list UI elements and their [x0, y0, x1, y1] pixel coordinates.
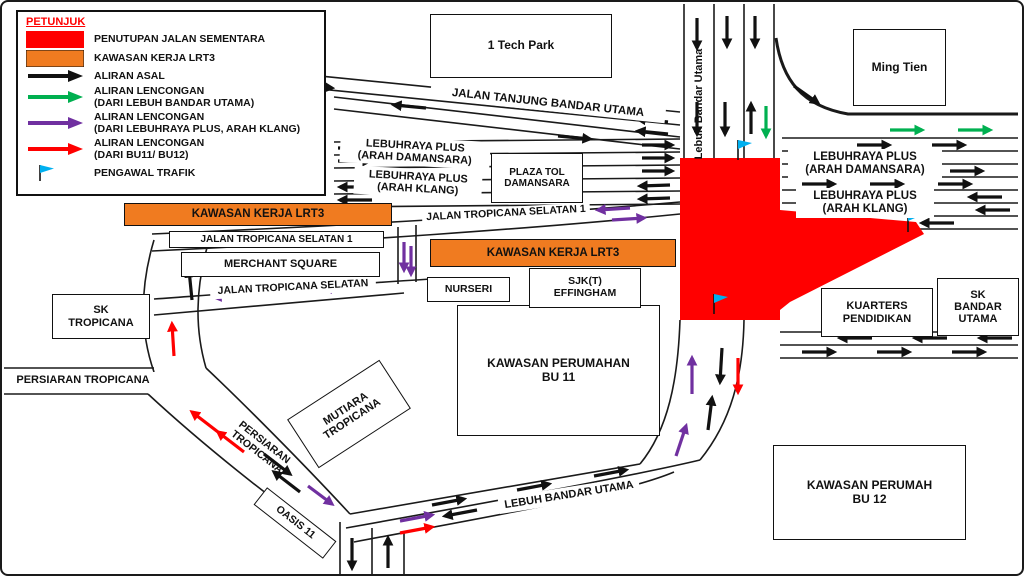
nurseri-box: NURSERI: [427, 277, 510, 302]
purple-arrow-icon: [28, 117, 83, 130]
work-area-swatch-icon: [26, 50, 84, 67]
diversion-arrows-red: [167, 320, 744, 535]
diversion-arrows-green: [760, 106, 994, 140]
legend-item-original-flow: ALIRAN ASAL: [18, 68, 324, 84]
road-label-jalan-tropicana-selatan-1-west: JALAN TROPICANA SELATAN 1: [169, 231, 384, 248]
legend-item-traffic-warden: PENGAWAL TRAFIK: [18, 162, 324, 184]
traffic-warden-flag: [713, 294, 728, 314]
kawasan-perumah-bu12-box: KAWASAN PERUMAH BU 12: [773, 445, 966, 540]
lrt3-work-area-left: KAWASAN KERJA LRT3: [124, 203, 392, 226]
black-arrow-icon: [28, 70, 83, 82]
red-arrow-icon: [28, 143, 83, 156]
road-label-lebuh-bandar-utama-vertical: Lebuh Bandar Utama: [692, 48, 705, 160]
legend-item-closure: PENUTUPAN JALAN SEMENTARA: [18, 30, 324, 49]
kawasan-perumahan-bu11-box: KAWASAN PERUMAHAN BU 11: [457, 305, 660, 436]
sk-bandar-utama-box: SK BANDAR UTAMA: [937, 278, 1019, 336]
legend-item-diversion-purple: ALIRAN LENCONGAN (DARI LEBUHRAYA PLUS, A…: [18, 110, 324, 136]
traffic-flag-icon: [39, 165, 54, 182]
legend-item-work-area: KAWASAN KERJA LRT3: [18, 49, 324, 68]
traffic-warden-flag: [737, 140, 752, 160]
closure-swatch-icon: [26, 31, 84, 48]
road-label-plus-klang-right: LEBUHRAYA PLUS (ARAH KLANG): [796, 188, 934, 218]
legend-box: PETUNJUK PENUTUPAN JALAN SEMENTARA KAWAS…: [16, 10, 326, 196]
legend-title: PETUNJUK: [26, 16, 86, 28]
legend-item-diversion-green: ALIRAN LENCONGAN (DARI LEBUH BANDAR UTAM…: [18, 84, 324, 110]
kuarters-pendidikan-box: KUARTERS PENDIDIKAN: [821, 288, 933, 337]
ming-tien-box: Ming Tien: [853, 29, 946, 106]
legend-item-diversion-red: ALIRAN LENCONGAN (DARI BU11/ BU12): [18, 136, 324, 162]
lrt3-work-area-center: KAWASAN KERJA LRT3: [430, 239, 676, 267]
sjkt-effingham-box: SJK(T) EFFINGHAM: [529, 268, 641, 308]
tech-park-box: 1 Tech Park: [430, 14, 612, 78]
road-label-plus-damansara-right: LEBUHRAYA PLUS (ARAH DAMANSARA): [788, 149, 942, 179]
road-closure-area: [680, 158, 924, 320]
green-arrow-icon: [28, 91, 83, 104]
merchant-square-box: MERCHANT SQUARE: [181, 252, 380, 277]
sk-tropicana-box: SK TROPICANA: [52, 294, 150, 339]
road-label-persiaran-tropicana-west: PERSIARAN TROPICANA: [12, 372, 154, 388]
plaza-tol-box: PLAZA TOL DAMANSARA: [491, 153, 583, 203]
